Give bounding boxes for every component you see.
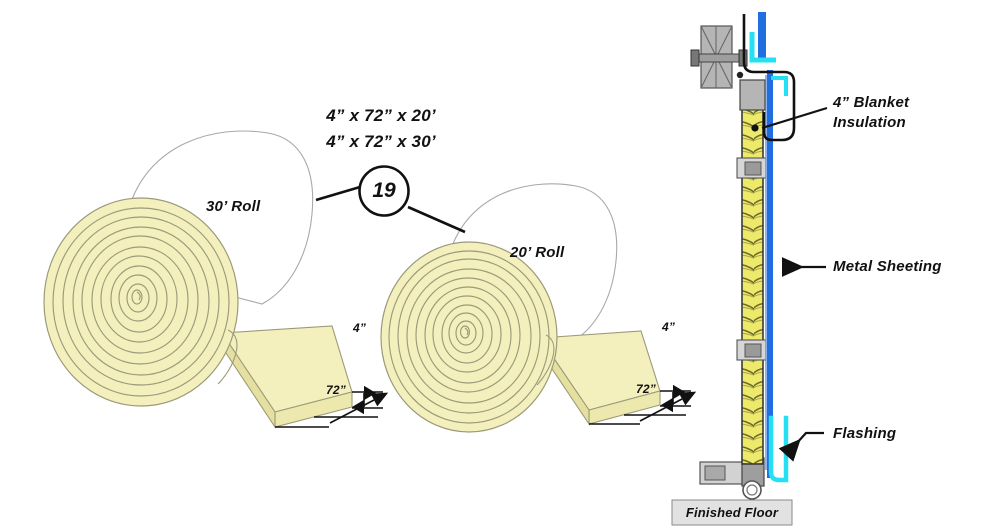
roll-20-thickness-label: 4” (662, 320, 676, 334)
roll-30-thickness-label: 4” (353, 321, 367, 335)
wall-section-graphic (671, 12, 828, 526)
roll-30-width-label: 72” (326, 383, 346, 397)
roll-20-thickness-dim (660, 384, 691, 413)
base-flashing (768, 415, 789, 483)
base-channel-web (704, 465, 726, 481)
roll-20-label: 20’ Roll (510, 244, 565, 261)
roll-30-graphic (43, 130, 389, 429)
blanket-insulation-label-line1: 4” Blanket (833, 94, 910, 111)
roll-20-coil-tangent (536, 334, 555, 386)
girt-lower-web (744, 343, 762, 358)
flashing-label: Flashing (833, 425, 897, 442)
roll-30-label: 30’ Roll (206, 198, 261, 215)
spec-line-2: 4” x 72” x 30’ (326, 132, 436, 151)
finished-floor-label: Finished Floor (685, 505, 779, 520)
roll-20-width-label: 72” (636, 382, 656, 396)
leader-flashing (778, 431, 824, 462)
wall-top-closure (771, 76, 788, 96)
roll-30-spiral (52, 207, 230, 397)
metal-sheeting-label: Metal Sheeting (833, 258, 942, 275)
blanket-insulation (741, 83, 764, 465)
eave-trim-line (742, 14, 796, 142)
girt-upper-web (744, 161, 762, 176)
spec-line-1: 4” x 72” x 20’ (326, 106, 436, 125)
callout-bubble-label[interactable]: 19 (372, 179, 396, 202)
roll-30-coil-tangent (217, 329, 238, 385)
roof-flashing-cyan (749, 32, 776, 63)
callout-leader-left (315, 185, 361, 202)
callout-bubble-circle (358, 165, 410, 217)
leader-insulation (761, 106, 828, 130)
fastener-dot-wall (751, 124, 759, 132)
girt-top (739, 79, 766, 111)
roll-20-width-dim (589, 391, 697, 425)
roll-20-graphic (380, 183, 697, 433)
callout-bubble-graphic (315, 165, 466, 234)
roll-30-thickness-dim (352, 385, 383, 415)
finished-floor-band (671, 499, 793, 526)
anchor-bolt-inner (746, 484, 758, 496)
callout-leader-right (407, 205, 466, 234)
wall-girts (736, 79, 767, 361)
blanket-insulation-label-line2: Insulation (833, 114, 906, 131)
roll-30-width-dim (275, 392, 389, 428)
fastener-dot-upper (736, 71, 744, 79)
